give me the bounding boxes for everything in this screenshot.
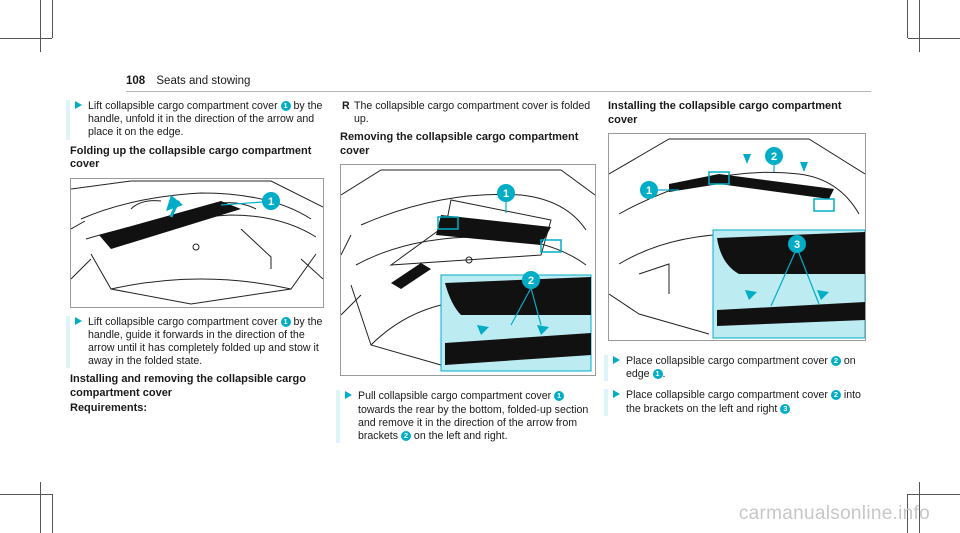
instruction-step: Lift collapsible cargo compartment cover… [66, 100, 325, 140]
crop-mark [908, 494, 960, 495]
callout-badge: 1 [503, 188, 509, 200]
callout-badge: 1 [268, 196, 274, 208]
step-arrow-icon [345, 391, 352, 400]
step-text: Pull collapsible cargo compartment cover… [358, 390, 589, 443]
illustration-remove: 1 2 [340, 164, 596, 377]
step-arrow-icon [613, 356, 620, 364]
crop-mark [907, 494, 908, 533]
reference-badge: 3 [780, 403, 791, 414]
reference-badge: 2 [830, 390, 841, 401]
step-text: Lift collapsible cargo compartment cover… [88, 315, 323, 368]
callout-badge: 1 [646, 185, 652, 197]
crop-mark [0, 38, 52, 39]
instruction-step: Place collapsible cargo compartment cove… [604, 389, 866, 416]
column-3: Installing the collapsible cargo compart… [604, 100, 866, 420]
step-arrow-icon [613, 390, 620, 399]
step-arrow-icon [75, 101, 82, 109]
instruction-step: Lift collapsible cargo compartment cover… [66, 315, 325, 369]
crop-mark [52, 494, 53, 533]
crop-mark [0, 494, 52, 495]
crop-mark [52, 0, 53, 38]
reference-badge: 2 [830, 356, 841, 366]
reference-badge: 1 [652, 369, 663, 380]
reference-badge: 2 [400, 431, 411, 442]
section-heading: Removing the collapsible cargo compartme… [340, 131, 579, 157]
requirement-bullet: R The collapsible cargo compartment cove… [342, 100, 591, 126]
section-heading: Installing and removing the collapsible … [70, 373, 306, 399]
crop-mark [907, 0, 908, 38]
bullet-text: The collapsible cargo compartment cover … [354, 100, 591, 126]
callout-badge: 2 [528, 275, 534, 287]
column-1: Lift collapsible cargo compartment cover… [66, 100, 325, 422]
step-text: Place collapsible cargo compartment cove… [626, 389, 861, 415]
reference-badge: 1 [280, 316, 291, 327]
column-2: R The collapsible cargo compartment cove… [336, 100, 596, 447]
crop-mark [40, 482, 41, 533]
section-heading: Folding up the collapsible cargo compart… [70, 144, 312, 171]
section-title: Seats and stowing [156, 75, 251, 87]
requirements-label: Requirements: [70, 402, 148, 415]
callout-badge: 2 [771, 151, 777, 163]
crop-mark [919, 0, 920, 52]
step-text: Place collapsible cargo compartment cove… [626, 355, 856, 381]
illustration-install: 1 2 3 [608, 133, 866, 341]
instruction-step: Place collapsible cargo compartment cove… [604, 355, 866, 382]
watermark: carmanualsonline.info [738, 503, 930, 524]
page-number: 108 [126, 75, 146, 87]
callout-badge: 3 [794, 239, 800, 251]
illustration-fold-up: 1 [70, 177, 324, 308]
step-arrow-icon [75, 316, 82, 325]
header-divider [126, 91, 871, 92]
crop-mark [908, 38, 960, 39]
step-text: Lift collapsible cargo compartment cover… [88, 100, 323, 139]
reference-badge: 1 [280, 101, 291, 111]
crop-mark [919, 482, 920, 533]
instruction-step: Pull collapsible cargo compartment cover… [336, 390, 595, 444]
page-header: 108 Seats and stowing [126, 75, 250, 87]
crop-mark [40, 0, 41, 52]
section-heading: Installing the collapsible cargo compart… [608, 100, 842, 126]
reference-badge: 1 [554, 391, 565, 402]
